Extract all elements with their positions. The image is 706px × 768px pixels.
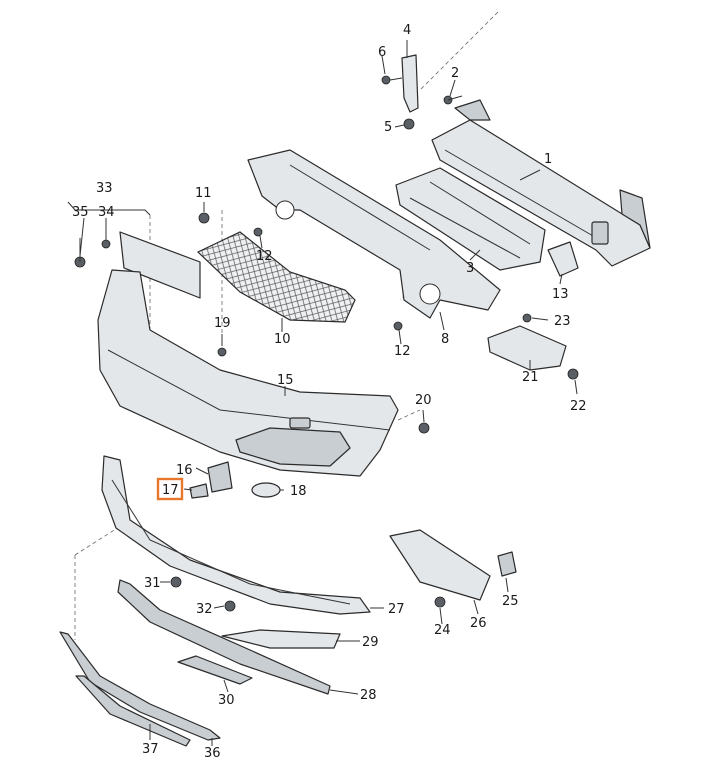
callout-6[interactable]: 6 [378, 45, 386, 60]
screw-23 [522, 313, 532, 323]
callout-25[interactable]: 25 [502, 594, 519, 609]
screw-31 [170, 576, 182, 588]
part-28-trim-strip [117, 579, 331, 695]
screw-20 [418, 422, 430, 434]
callout-13[interactable]: 13 [552, 287, 569, 302]
callout-33[interactable]: 33 [96, 181, 113, 196]
screw-24 [434, 596, 446, 608]
callout-labels: 1 2 3 4 5 6 8 10 11 12 12 13 15 16 17 18… [72, 23, 587, 761]
callout-19[interactable]: 19 [214, 316, 231, 331]
part-8-lock-carrier [247, 149, 501, 319]
part-36-37-chrome-strip [59, 631, 221, 741]
callout-35[interactable]: 35 [72, 205, 89, 220]
callout-23[interactable]: 23 [554, 314, 571, 329]
callout-37[interactable]: 37 [142, 742, 159, 757]
part-3-energy-absorber [395, 167, 546, 271]
part-33-license-plate-bracket [119, 231, 201, 299]
callout-8[interactable]: 8 [441, 332, 449, 347]
callout-16[interactable]: 16 [176, 463, 193, 478]
callout-10[interactable]: 10 [274, 332, 291, 347]
screws-34-35 [74, 238, 111, 268]
screw-11 [198, 212, 210, 224]
callout-12a[interactable]: 12 [256, 249, 273, 264]
callout-11[interactable]: 11 [195, 186, 212, 201]
callout-24[interactable]: 24 [434, 623, 451, 638]
callout-32[interactable]: 32 [196, 602, 213, 617]
part-15-bumper-cover [97, 269, 399, 477]
callout-21[interactable]: 21 [522, 370, 539, 385]
screw-19 [217, 347, 227, 357]
part-16-bracket [207, 461, 233, 493]
callout-22[interactable]: 22 [570, 399, 587, 414]
part-26-bracket [389, 529, 491, 601]
callout-30[interactable]: 30 [218, 693, 235, 708]
callout-4[interactable]: 4 [403, 23, 411, 38]
callout-28[interactable]: 28 [360, 688, 377, 703]
callout-15[interactable]: 15 [277, 373, 294, 388]
part-25-clip [497, 551, 517, 577]
part-17-cap [189, 483, 209, 499]
callout-31[interactable]: 31 [144, 576, 161, 591]
callout-2[interactable]: 2 [451, 66, 459, 81]
part-30-trim [177, 655, 253, 685]
part-10-lower-grille [196, 231, 356, 323]
screw-22 [567, 368, 579, 380]
screw-32 [224, 600, 236, 612]
callout-27[interactable]: 27 [388, 602, 405, 617]
screw-12b [393, 321, 403, 331]
callout-3[interactable]: 3 [466, 261, 474, 276]
callout-17[interactable]: 17 [162, 483, 179, 498]
callout-20[interactable]: 20 [415, 393, 432, 408]
callout-34[interactable]: 34 [98, 205, 115, 220]
callout-29[interactable]: 29 [362, 635, 379, 650]
part-18-tow-cap [251, 482, 281, 498]
callout-17-highlight [156, 477, 184, 501]
part-1-bumper-reinforcement [431, 99, 651, 267]
callout-18[interactable]: 18 [290, 484, 307, 499]
screw-12a [253, 227, 263, 237]
callout-1[interactable]: 1 [544, 152, 552, 167]
callout-36[interactable]: 36 [204, 746, 221, 761]
callout-26[interactable]: 26 [470, 616, 487, 631]
leader-lines [67, 40, 578, 746]
part-13-bracket [547, 241, 579, 277]
part-4-bracket [381, 54, 463, 130]
part-37-strip [75, 675, 191, 747]
callout-5[interactable]: 5 [384, 120, 392, 135]
part-27-lower-spoiler [101, 455, 371, 615]
callout-12b[interactable]: 12 [394, 344, 411, 359]
part-21-side-guide [487, 325, 567, 371]
